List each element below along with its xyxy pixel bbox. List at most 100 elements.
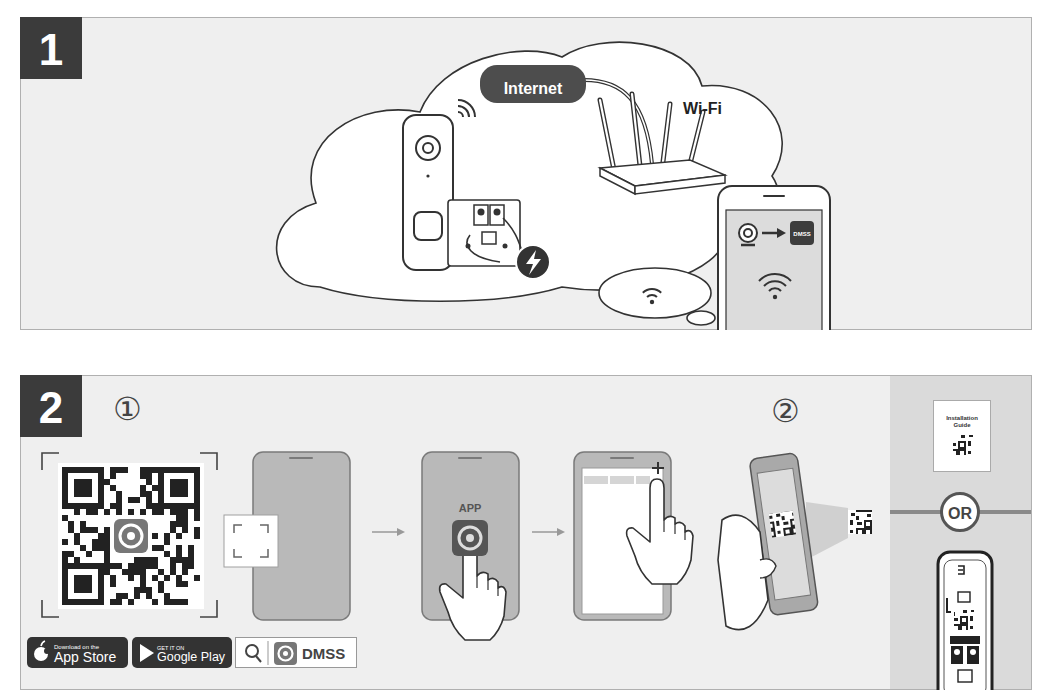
qr-module [104,539,110,545]
qr-module [146,473,152,479]
qr-module [140,467,146,473]
art-part [277,42,830,330]
qr-module [176,479,182,485]
wiring-plate-part [490,205,504,225]
qr-module [158,479,164,485]
qr-module [110,503,116,509]
qr-module [134,569,140,575]
qr-module [68,551,74,557]
qr-module [86,581,92,587]
app-launcher: APP [446,500,494,560]
qr-module [182,563,188,569]
qr-module [62,479,68,485]
scan-phone [718,453,872,630]
doorbell-back-part [938,552,992,690]
power-symbol [516,245,550,279]
guide-card-icon [934,401,1012,473]
qr-module [68,467,74,473]
wifi-bubble-part [650,300,654,304]
qr-module [152,533,158,539]
doorbell-part [426,174,429,177]
qr-module [68,563,74,569]
wifi-bubble-part [599,268,711,318]
qr-module [182,599,188,605]
app-icon [114,519,148,553]
qr-module [62,593,68,599]
qr-module [134,557,140,563]
doorbell-part [416,136,440,160]
qr-module [98,587,104,593]
qr-module [188,545,194,551]
qr-module [116,509,122,515]
qr-module [86,527,92,533]
qr-module [170,569,176,575]
internet-link [584,80,652,164]
qr-module [164,593,170,599]
qr-module [104,557,110,563]
qr-module [182,515,188,521]
qr-module [92,527,98,533]
wiring-plate-part [482,232,496,244]
qr-module [98,485,104,491]
panel-ground-part [890,376,1031,689]
internet-pill: Internet [480,65,586,103]
qr-module [104,527,110,533]
qr-module [194,575,200,581]
qr-module [74,533,80,539]
router-part [635,175,725,194]
qr-module [62,515,68,521]
qr-code [58,463,204,609]
qr-module [98,491,104,497]
store-badge-text: App Store [54,650,116,665]
app-icon-text: DMSS [793,231,810,238]
qr-module [194,509,200,515]
qr-module [176,515,182,521]
qr-module [140,509,146,515]
qr-module [152,503,158,509]
doorbell-part [423,143,433,153]
qr-module [170,467,176,473]
qr-module [110,563,116,569]
qr-module [182,521,188,527]
guide-card-text: Installation Guide [937,415,987,428]
qr-module [104,479,110,485]
qr-module [170,509,176,515]
search-box-text: DMSS [302,646,345,663]
qr-module [116,593,122,599]
qr-module [170,485,176,491]
qr-module [128,497,134,503]
phone-part [611,457,633,459]
qr-module [194,491,200,497]
qr-module [146,557,152,563]
qr-module [170,503,176,509]
qr-module [152,599,158,605]
qr-module [176,509,182,515]
qr-module [152,575,158,581]
doorbell-back-part [947,598,951,612]
qr-module [98,593,104,599]
power-symbol-part [516,245,550,279]
wiring-plate-part [466,244,471,249]
qr-module [80,563,86,569]
qr-module [182,581,188,587]
qr-module [68,521,74,527]
doorbell-back-part [958,592,970,602]
qr-module [68,527,74,533]
phone-part [290,457,312,459]
qr-module [146,563,152,569]
qr-module [194,515,200,521]
qr-module [158,545,164,551]
qr-module [62,557,68,563]
step-badge-text: 2 [39,384,63,432]
qr-module [74,563,80,569]
scan-phone-part-part [769,511,796,538]
qr-module [74,587,80,593]
doorbell-part [414,212,442,240]
qr-module [98,479,104,485]
qr-module [188,551,194,557]
power-symbol-part [526,250,541,275]
qr-module [128,599,134,605]
qr-module [194,479,200,485]
qr-module [182,467,188,473]
qr-module [68,503,74,509]
